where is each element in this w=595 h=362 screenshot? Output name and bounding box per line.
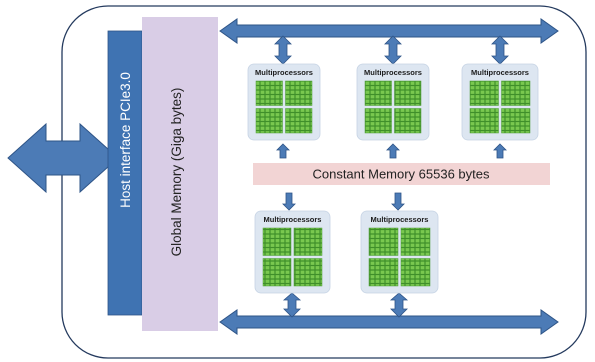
connector-top-2 [384,35,402,65]
top-bus-arrow [219,18,559,44]
core-block [293,258,323,287]
core-block [501,108,531,134]
multiprocessor-card: Multiprocessors [461,63,539,141]
multiprocessor-label: Multiprocessors [264,215,322,224]
core-block [368,227,399,256]
connector-mid-2 [386,143,400,159]
connector-bottom-1 [282,292,302,318]
constant-memory-label: Constant Memory 65536 bytes [312,167,490,182]
multiprocessor-label: Multiprocessors [364,68,422,77]
multiprocessor-label: Multiprocessors [255,68,313,77]
bottom-bus-arrow [219,309,559,335]
core-block [255,80,283,106]
connector-mid-3 [493,143,507,159]
multiprocessor-card: Multiprocessors [356,63,430,141]
core-block [400,258,431,287]
core-block [293,227,323,256]
connector-mid-4 [282,192,296,211]
multiprocessor-label: Multiprocessors [471,68,529,77]
multiprocessor-label: Multiprocessors [371,215,429,224]
constant-memory-bar [253,163,550,185]
connector-mid-1 [276,143,290,159]
global-memory-label: Global Memory (Giga bytes) [169,88,184,257]
host-link-arrow [7,122,119,194]
global-memory-bar [142,17,218,331]
core-block [364,108,392,134]
core-block [364,80,392,106]
multiprocessor-card: Multiprocessors [247,63,321,141]
connector-top-3 [491,35,509,65]
core-block [394,108,422,134]
core-block [394,80,422,106]
core-block [469,80,499,106]
connector-bottom-2 [389,292,409,318]
host-interface-label: Host interface PCIe3.0 [118,72,133,208]
core-block [400,227,431,256]
device-outline [61,5,587,359]
connector-mid-5 [391,192,405,211]
core-block [262,227,292,256]
core-block [262,258,292,287]
host-interface-bar [107,30,143,316]
core-block [285,80,313,106]
multiprocessor-card: Multiprocessors [254,210,331,294]
multiprocessor-card: Multiprocessors [360,210,439,294]
core-block [285,108,313,134]
core-block [368,258,399,287]
connector-top-1 [274,35,292,65]
core-block [255,108,283,134]
core-block [469,108,499,134]
core-block [501,80,531,106]
